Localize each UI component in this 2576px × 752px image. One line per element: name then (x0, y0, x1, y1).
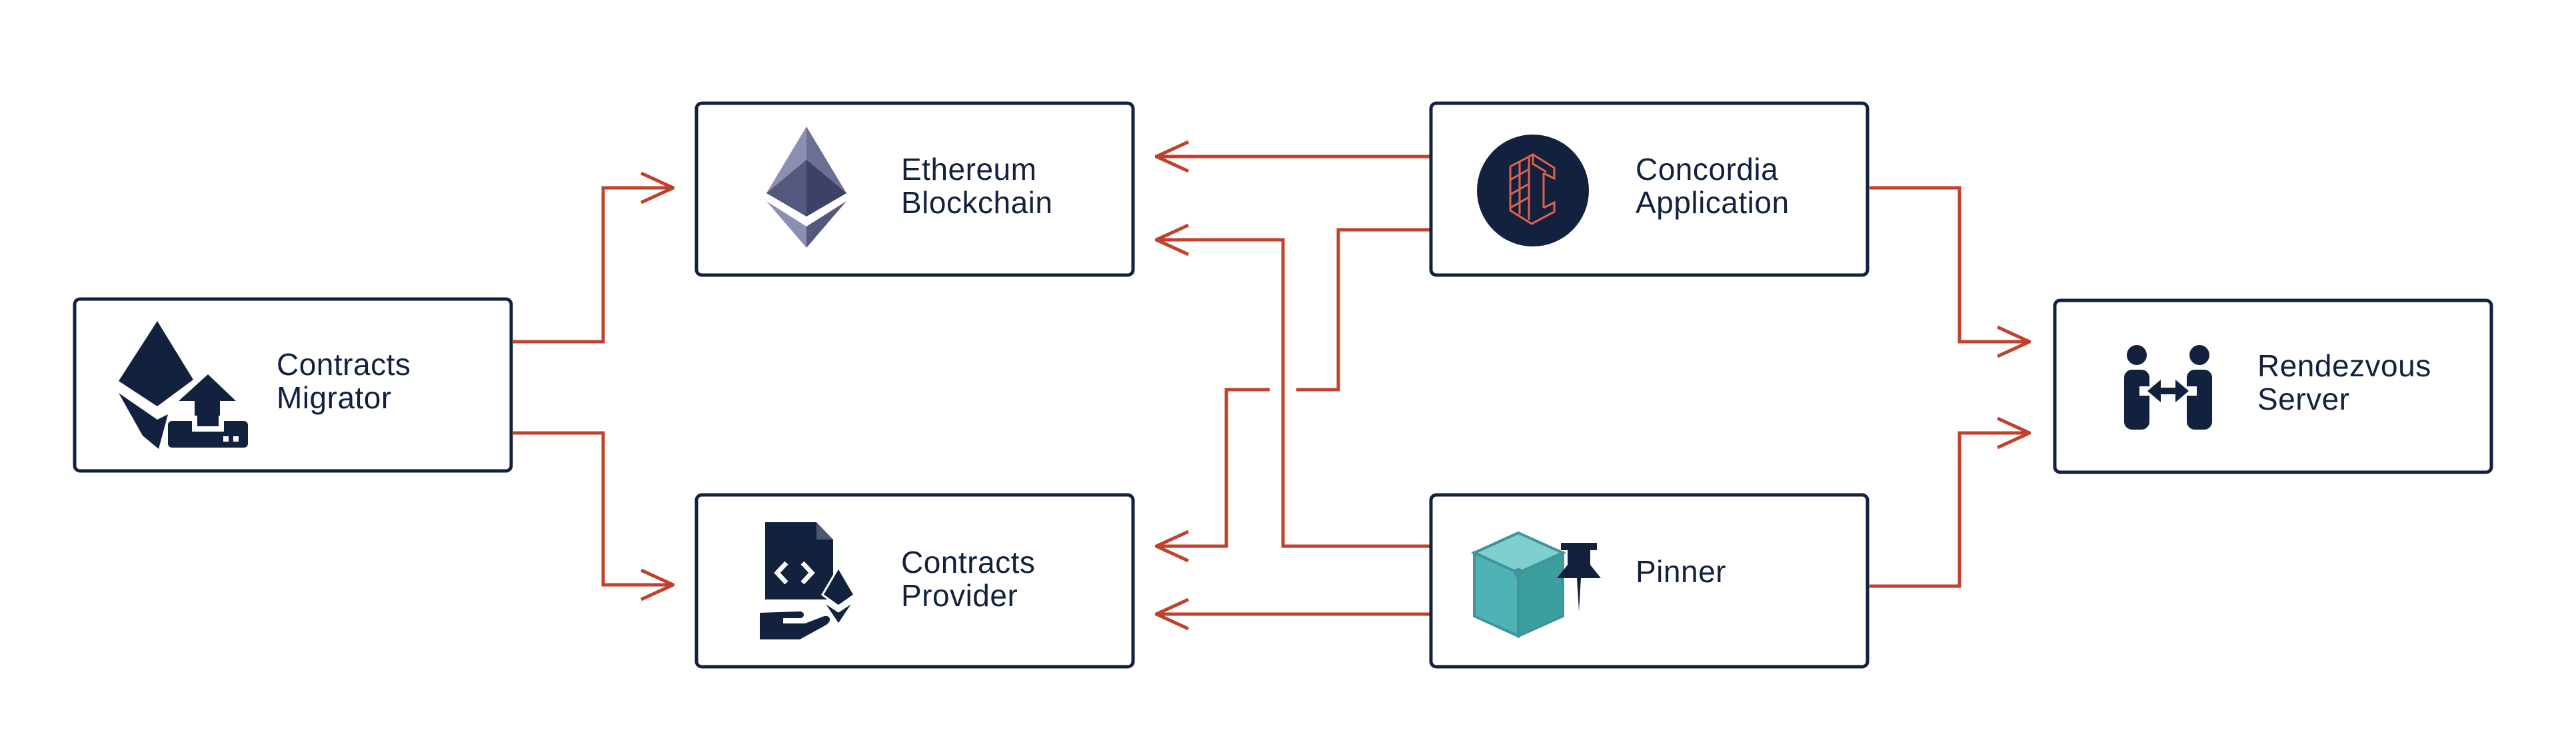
node-ethereum-blockchain: Ethereum Blockchain (694, 101, 1135, 277)
arrow-concordia-to-rendezvous (1870, 186, 2029, 342)
node-label-line1: Rendezvous (2257, 348, 2431, 383)
node-rendezvous-server: Rendezvous Server (2053, 298, 2493, 474)
svg-text:Server: Server (2257, 382, 2349, 416)
arrow-pinner-to-rendezvous (1870, 433, 2029, 588)
node-concordia-application: Concordia Application (1429, 101, 1870, 277)
node-label-line1: Ethereum (901, 152, 1036, 187)
node-label-line1: Contracts (901, 545, 1035, 579)
svg-text:Provider: Provider (901, 578, 1018, 613)
svg-text:Contracts: Contracts (901, 545, 1035, 579)
svg-text:Contracts: Contracts (277, 347, 411, 382)
svg-text:Application: Application (1636, 185, 1790, 220)
arrow-pinner-to-ethereum (1156, 240, 1432, 548)
node-label-line2: Server (2257, 382, 2349, 416)
svg-text:Pinner: Pinner (1636, 554, 1726, 589)
node-label-line2: Application (1636, 185, 1790, 220)
arrow-migrator-to-provider (513, 431, 673, 585)
arrow-concordia-to-provider-part2 (1156, 388, 1270, 546)
node-pinner: Pinner (1429, 493, 1870, 669)
node-label-line2: Provider (901, 578, 1018, 613)
cube-pin-icon (1471, 531, 1601, 639)
arrow-concordia-to-provider-part1 (1296, 228, 1432, 392)
contract-code-icon (760, 522, 856, 639)
svg-text:Concordia: Concordia (1636, 152, 1778, 187)
svg-text:Blockchain: Blockchain (901, 185, 1052, 220)
svg-text:Ethereum: Ethereum (901, 152, 1036, 187)
node-contracts-migrator: Contracts Migrator (73, 297, 513, 473)
node-label-line1: Contracts (277, 347, 411, 382)
node-contracts-provider: Contracts Provider (694, 493, 1135, 669)
ethereum-icon (766, 127, 846, 248)
node-label-line2: Blockchain (901, 185, 1052, 220)
svg-text:Migrator: Migrator (277, 380, 392, 415)
concordia-logo-icon (1477, 135, 1589, 246)
node-label-line1: Concordia (1636, 152, 1778, 187)
node-box (2053, 298, 2493, 474)
node-label-line2: Migrator (277, 380, 392, 415)
people-exchange-icon (2124, 345, 2212, 430)
node-label-line1: Pinner (1636, 554, 1726, 589)
connectors (513, 157, 2029, 614)
ethereum-upload-icon (119, 321, 248, 449)
arrow-migrator-to-ethereum (513, 188, 673, 344)
svg-text:Rendezvous: Rendezvous (2257, 348, 2431, 383)
